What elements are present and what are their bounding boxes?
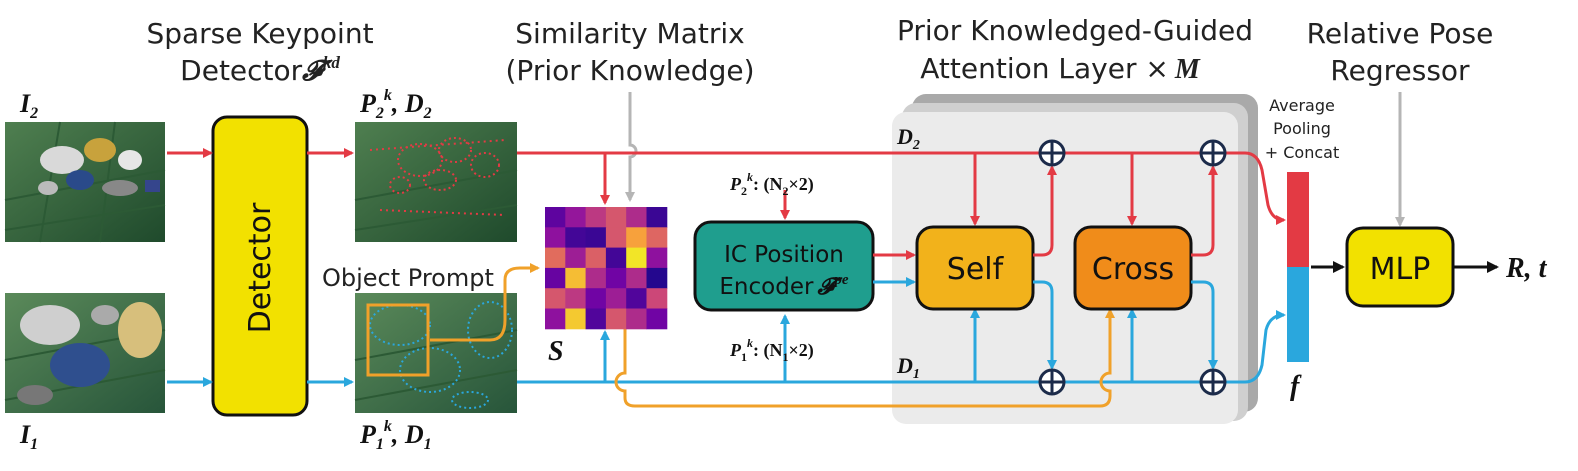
detector-heading-line2: Detector𝓕kd — [180, 53, 340, 87]
similarity-heading-line1: Similarity Matrix — [515, 17, 744, 50]
feature-bar-top — [1287, 172, 1309, 267]
matrix-cell — [605, 207, 627, 228]
matrix-cell — [545, 308, 566, 330]
matrix-cell — [565, 267, 587, 289]
cross-attention-block — [1073, 225, 1193, 311]
matrix-cell — [646, 308, 668, 330]
image-p2-keypoints — [354, 122, 518, 242]
line-d2-main — [517, 151, 1286, 225]
matrix-cell — [545, 207, 566, 228]
regressor-heading-line1: Relative Pose — [1307, 17, 1494, 50]
matrix-cell — [565, 288, 587, 309]
matrix-cell — [585, 227, 607, 249]
matrix-cell — [585, 288, 607, 309]
pooling-label-line1: Average — [1269, 96, 1335, 115]
label-p1-d1: P1k, D1 — [359, 418, 432, 453]
matrix-cell — [646, 247, 668, 269]
label-f: f — [1290, 371, 1302, 402]
arrow-cross-to-add-top — [1191, 165, 1218, 257]
matrix-cell — [565, 247, 587, 269]
matrix-cell — [646, 288, 668, 309]
arrow-self-to-add-top — [1033, 165, 1057, 257]
object-prompt-box — [366, 303, 430, 377]
matrix-cell — [646, 267, 668, 289]
matrix-cell — [626, 267, 647, 289]
matrix-cell — [605, 267, 627, 289]
pe-label-line1: IC Position — [724, 242, 844, 268]
self-attention-block — [915, 225, 1035, 311]
add-node-bottom-2 — [1199, 368, 1227, 396]
image-i2 — [4, 121, 166, 243]
annotation-p2k: P2k: (N2×2) — [729, 170, 814, 198]
matrix-cell — [646, 207, 668, 228]
regressor-heading-line2: Regressor — [1330, 54, 1470, 87]
add-node-top-1 — [1038, 139, 1066, 167]
position-encoder-block — [693, 220, 875, 312]
matrix-cell — [626, 207, 647, 228]
arrow-prompt-to-matrix — [430, 263, 540, 342]
annotation-p1k: P1k: (N1×2) — [729, 336, 814, 364]
detector-label: Detector — [243, 202, 278, 333]
cross-label: Cross — [1092, 252, 1174, 287]
image-p1-keypoints — [354, 293, 518, 413]
matrix-cell — [545, 288, 566, 309]
label-i1: I1 — [19, 420, 38, 453]
label-d1: D1 — [896, 353, 920, 382]
matrix-cell — [545, 267, 566, 289]
matrix-cell — [585, 267, 607, 289]
self-label: Self — [947, 252, 1005, 287]
matrix-cell — [646, 227, 668, 249]
matrix-cell — [585, 247, 607, 269]
feature-bar-bottom — [1287, 267, 1309, 362]
attention-heading-line2: Attention Layer ×M — [920, 52, 1201, 85]
label-s: S — [548, 336, 564, 367]
matrix-cell — [585, 308, 607, 330]
similarity-heading-line2: (Prior Knowledge) — [506, 54, 755, 87]
matrix-cell — [545, 247, 566, 269]
attention-heading-line1: Prior Knowledged-Guided — [897, 14, 1253, 47]
similarity-matrix — [545, 207, 668, 330]
matrix-cell — [545, 227, 566, 249]
matrix-cell — [605, 288, 627, 309]
matrix-cell — [585, 207, 607, 228]
output-label: R, t — [1505, 253, 1548, 284]
arrow-prompt-to-cross — [614, 308, 1115, 408]
matrix-cell — [605, 247, 627, 269]
matrix-cell — [565, 207, 587, 228]
detector-heading-line1: Sparse Keypoint — [146, 17, 373, 50]
pooling-label-line3: + Concat — [1265, 143, 1339, 162]
arrow-prior-knowledge — [625, 92, 638, 202]
matrix-cell — [565, 308, 587, 330]
attention-panel-front — [892, 112, 1238, 424]
label-i2: I2 — [19, 89, 38, 122]
pooling-label-line2: Pooling — [1273, 119, 1331, 138]
label-d2: D2 — [896, 124, 920, 153]
add-node-bottom-1 — [1038, 368, 1066, 396]
arrow-self-to-add-bottom — [1033, 280, 1057, 370]
image-i1 — [4, 293, 166, 413]
add-node-top-2 — [1199, 139, 1227, 167]
detector-block — [211, 115, 309, 417]
matrix-cell — [626, 308, 647, 330]
matrix-cell — [565, 227, 587, 249]
object-prompt-label: Object Prompt — [322, 264, 494, 292]
matrix-cell — [605, 308, 627, 330]
line-d1-main — [517, 310, 1286, 384]
matrix-cell — [626, 247, 647, 269]
matrix-cell — [626, 227, 647, 249]
mlp-label: MLP — [1370, 252, 1431, 287]
label-p2-d2: P2k, D2 — [359, 87, 432, 122]
arrow-cross-to-add-bottom — [1191, 280, 1218, 370]
matrix-cell — [605, 227, 627, 249]
matrix-cell — [626, 288, 647, 309]
